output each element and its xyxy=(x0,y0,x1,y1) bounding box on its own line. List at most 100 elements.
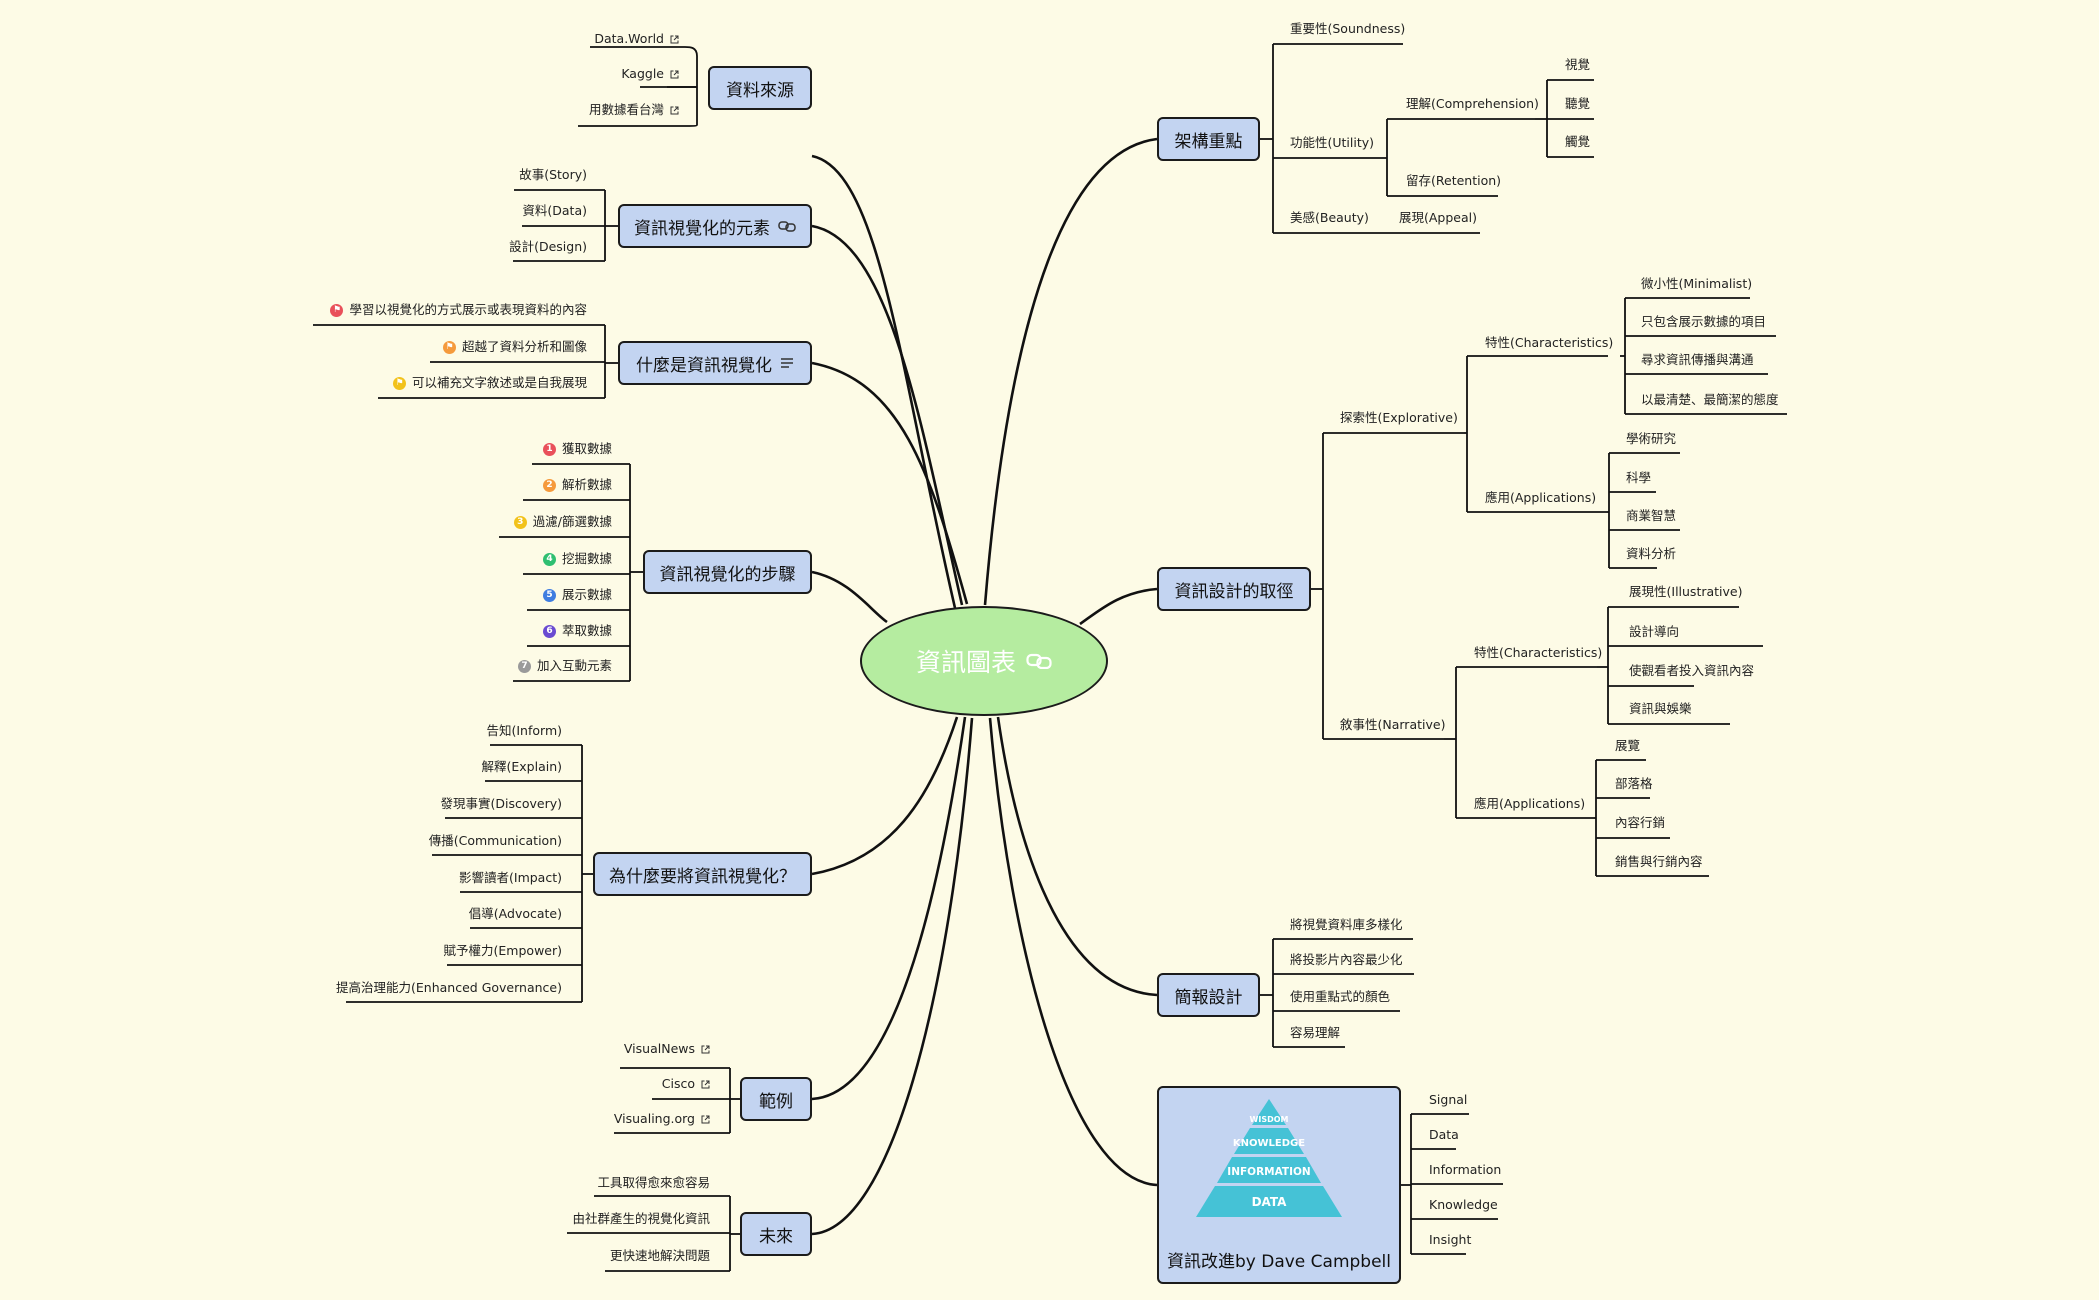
list-item: 銷售與行銷內容 xyxy=(1615,854,1703,869)
list-item: 部落格 xyxy=(1615,776,1653,791)
list-item: 將投影片內容最少化 xyxy=(1290,952,1403,967)
list-item: ⚑可以補充文字敘述或是自我展現 xyxy=(392,376,587,390)
central-topic-label: 資訊圖表 xyxy=(915,648,1016,677)
dikw-caption: 資訊改進by Dave Campbell xyxy=(1166,1252,1392,1272)
list-item: 商業智慧 xyxy=(1626,508,1677,523)
topic-future[interactable]: 未來 xyxy=(740,1212,812,1256)
pyramid-level-label: INFORMATION xyxy=(1227,1166,1310,1178)
list-item: 以最清楚、最簡潔的態度 xyxy=(1641,392,1779,407)
number-3-icon: 3 xyxy=(513,515,527,529)
pyramid-level-label: WISDOM xyxy=(1250,1115,1289,1124)
list-item: 學術研究 xyxy=(1626,431,1677,446)
list-item: Knowledge xyxy=(1429,1197,1498,1212)
list-item: 資料分析 xyxy=(1626,546,1677,561)
list-item: 特性(Characteristics) xyxy=(1485,335,1614,350)
list-item: 展現性(Illustrative) xyxy=(1629,584,1743,599)
list-item: 賦予權力(Empower) xyxy=(443,943,562,958)
topic-dikw-image-card[interactable]: WISDOM KNOWLEDGE INFORMATION DATA 資訊改進by… xyxy=(1157,1086,1401,1284)
notes-icon xyxy=(781,358,793,368)
list-item: 故事(Story) xyxy=(519,167,587,182)
list-item: 影響讀者(Impact) xyxy=(459,870,562,885)
list-item: 重要性(Soundness) xyxy=(1290,21,1406,36)
list-item: 敘事性(Narrative) xyxy=(1340,717,1446,732)
external-link-icon xyxy=(670,35,679,44)
list-item: 應用(Applications) xyxy=(1474,796,1586,811)
list-item[interactable]: Visualing.org xyxy=(614,1112,710,1126)
list-item: 特性(Characteristics) xyxy=(1474,645,1603,660)
list-item: 科學 xyxy=(1626,470,1652,485)
list-item: Information xyxy=(1429,1162,1502,1177)
external-link-icon xyxy=(701,1115,710,1124)
list-item: ⚑超越了資料分析和圖像 xyxy=(442,340,587,354)
list-item: 容易理解 xyxy=(1290,1025,1341,1040)
list-item[interactable]: 用數據看台灣 xyxy=(589,103,679,117)
flag-icon: ⚑ xyxy=(442,340,456,354)
central-topic[interactable]: 資訊圖表 xyxy=(860,606,1108,716)
list-item: 展現(Appeal) xyxy=(1399,210,1477,225)
external-link-icon xyxy=(670,70,679,79)
list-item: 尋求資訊傳播與溝通 xyxy=(1641,352,1754,367)
link-icon xyxy=(1026,653,1052,669)
number-1-icon: 1 xyxy=(542,442,556,456)
list-item: 功能性(Utility) xyxy=(1290,135,1375,150)
external-link-icon xyxy=(701,1045,710,1054)
flag-icon: ⚑ xyxy=(392,376,406,390)
list-item: 解釋(Explain) xyxy=(481,759,562,774)
list-item: 微小性(Minimalist) xyxy=(1641,276,1753,291)
pyramid-level-label: KNOWLEDGE xyxy=(1233,1138,1305,1149)
list-item[interactable]: Cisco xyxy=(662,1077,710,1091)
number-2-icon: 2 xyxy=(542,478,556,492)
topic-data-sources[interactable]: 資料來源 xyxy=(708,66,812,110)
topic-visualization-elements[interactable]: 資訊視覺化的元素 xyxy=(618,204,812,248)
pyramid-level-label: DATA xyxy=(1252,1195,1288,1209)
number-5-icon: 5 xyxy=(542,588,556,602)
list-item: ⚑學習以視覺化的方式展示或表現資料的內容 xyxy=(330,303,587,317)
number-7-icon: 7 xyxy=(517,659,531,673)
list-item: 使用重點式的顏色 xyxy=(1290,989,1391,1004)
topic-why-visualize[interactable]: 為什麼要將資訊視覺化？ xyxy=(593,852,812,896)
list-item: 探索性(Explorative) xyxy=(1340,410,1458,425)
list-item: 只包含展示數據的項目 xyxy=(1641,314,1767,329)
list-item: Data xyxy=(1429,1127,1459,1142)
list-item: 發現事實(Discovery) xyxy=(440,796,562,811)
list-item: 工具取得愈來愈容易 xyxy=(597,1175,710,1190)
topic-architecture[interactable]: 架構重點 xyxy=(1157,117,1260,161)
list-item[interactable]: VisualNews xyxy=(624,1042,710,1056)
list-item: 設計(Design) xyxy=(509,239,587,254)
topic-examples[interactable]: 範例 xyxy=(740,1077,812,1121)
list-item: 將視覺資料庫多樣化 xyxy=(1290,917,1403,932)
flag-icon: ⚑ xyxy=(330,303,344,317)
list-item[interactable]: Data.World xyxy=(594,32,679,46)
list-item: 美感(Beauty) xyxy=(1290,210,1369,225)
list-item: 使觀看者投入資訊內容 xyxy=(1629,663,1755,678)
dikw-pyramid-image: WISDOM KNOWLEDGE INFORMATION DATA xyxy=(1196,1099,1342,1217)
list-item: 由社群產生的視覺化資訊 xyxy=(572,1211,710,1226)
list-item: 資料(Data) xyxy=(522,203,587,218)
external-link-icon xyxy=(701,1080,710,1089)
list-item[interactable]: Kaggle xyxy=(621,67,679,81)
list-item: 提高治理能力(Enhanced Governance) xyxy=(336,980,562,995)
list-item: 留存(Retention) xyxy=(1406,173,1502,188)
topic-what-is-visualization[interactable]: 什麼是資訊視覺化 xyxy=(618,341,812,385)
list-item: 設計導向 xyxy=(1629,624,1680,639)
list-item: 倡導(Advocate) xyxy=(468,906,562,921)
list-item: 傳播(Communication) xyxy=(428,833,562,848)
topic-visualization-steps[interactable]: 資訊視覺化的步驟 xyxy=(643,550,812,594)
list-item: 應用(Applications) xyxy=(1485,490,1597,505)
topic-presentation-design[interactable]: 簡報設計 xyxy=(1157,973,1260,1017)
topic-design-approaches[interactable]: 資訊設計的取徑 xyxy=(1157,567,1311,611)
list-item: 告知(Inform) xyxy=(486,723,562,738)
number-6-icon: 6 xyxy=(542,624,556,638)
number-4-icon: 4 xyxy=(542,552,556,566)
list-item: 觸覺 xyxy=(1565,134,1591,149)
list-item: 視覺 xyxy=(1565,57,1591,72)
